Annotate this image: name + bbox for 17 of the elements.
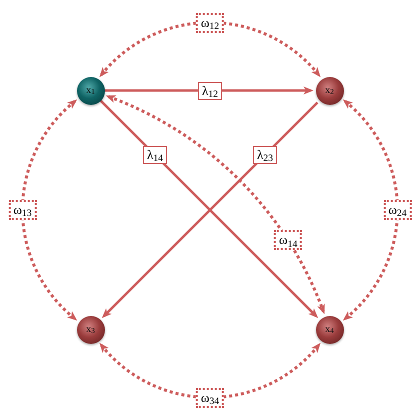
node-label: x$_{2}$ — [325, 86, 334, 96]
edge-label: λ$_{23}$ — [252, 146, 277, 164]
dotted-curved-double-arrow — [342, 99, 399, 321]
horizontal-arrow — [104, 86, 314, 94]
edge-label: ω$_{14}$ — [274, 230, 302, 250]
node-label: x$_{4}$ — [325, 324, 334, 334]
dotted-curved-double-arrow — [99, 342, 321, 399]
edge-label: ω$_{12}$ — [196, 12, 224, 32]
edge-label: λ$_{14}$ — [142, 146, 168, 164]
node-label: x$_{3}$ — [86, 324, 95, 334]
dotted-curved-double-arrow — [21, 99, 78, 321]
dotted-curved-double-arrow — [99, 21, 321, 78]
edge-label: ω$_{24}$ — [383, 200, 412, 220]
edge-label: ω$_{34}$ — [196, 388, 224, 408]
edge-label: λ$_{12}$ — [198, 82, 222, 100]
node-label: x$_{1}$ — [86, 86, 95, 96]
edge-label: ω$_{13}$ — [8, 200, 37, 220]
